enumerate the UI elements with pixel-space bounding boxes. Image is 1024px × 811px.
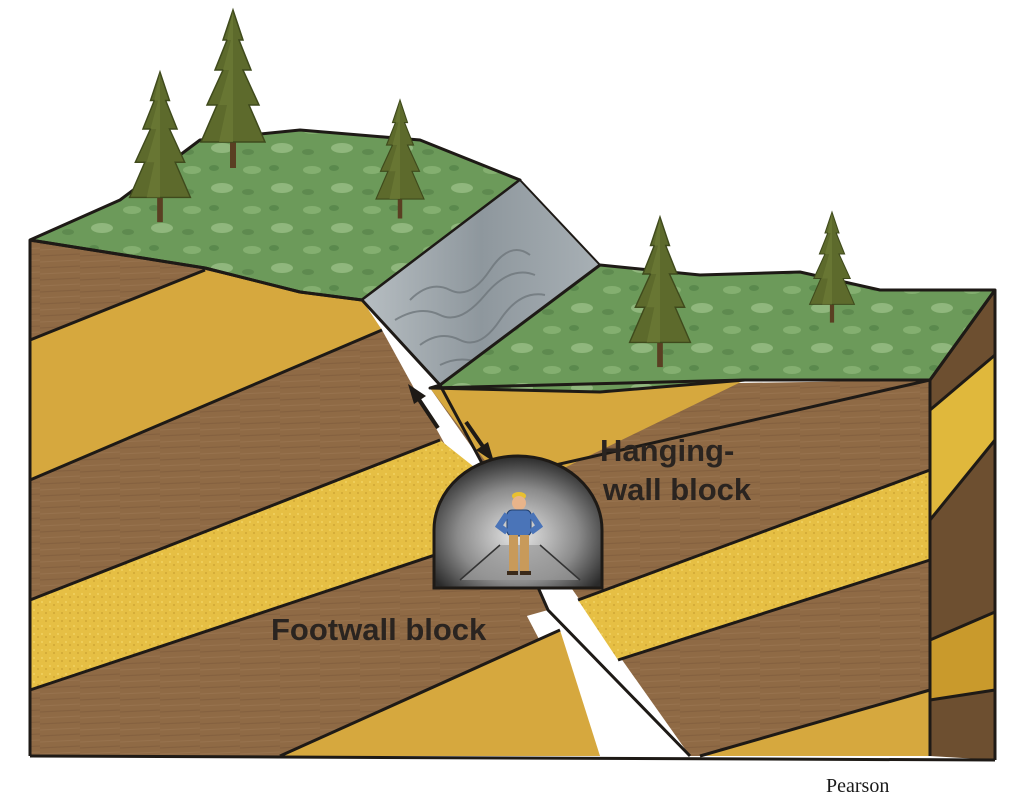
footwall-block	[30, 240, 600, 756]
hanging-wall-label-line2: wall block	[602, 472, 752, 507]
footwall-bright-gold-layer	[30, 440, 510, 690]
arrow-down-icon	[464, 420, 494, 462]
footwall-gold-layer-upper	[30, 270, 382, 480]
hanging-wall-label-line1: Hanging-	[600, 433, 734, 468]
side-face	[930, 290, 995, 760]
miner-figure	[494, 492, 544, 575]
credit-label: Pearson	[826, 775, 889, 797]
hanging-wall-bright-gold-layer	[578, 470, 930, 660]
layer-boundaries	[28, 238, 997, 762]
hanging-wall-gold-layer-top	[430, 380, 745, 478]
arrow-up-icon	[408, 384, 440, 430]
footwall-brown-layer-middle	[30, 330, 448, 612]
footwall-label: Footwall block	[271, 612, 487, 647]
footwall-gold-layer-lower	[280, 630, 600, 756]
footwall-brown-layer-lower	[30, 530, 548, 756]
